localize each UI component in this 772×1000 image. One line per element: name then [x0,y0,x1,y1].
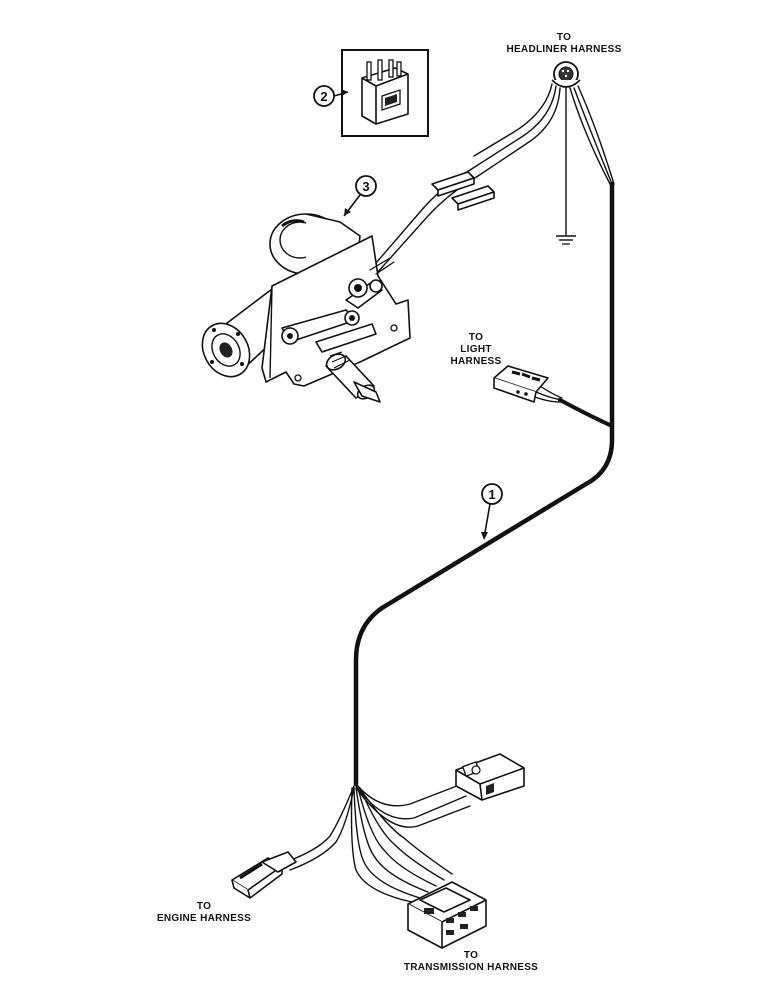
light-harness-branch [493,365,614,428]
label-headliner-harness: TO HEADLINER HARNESS [506,32,621,55]
headliner-branch-wires [369,83,615,275]
label-light-line3: HARNESS [451,356,502,367]
label-light-line2: LIGHT [460,344,492,355]
callout-2: 2 [313,85,349,107]
label-light-harness: TO LIGHT HARNESS [451,332,502,367]
wiper-motor [201,213,411,403]
label-light-line1: TO [469,332,483,343]
label-headliner-line1: TO [557,32,571,43]
label-headliner-line2: HEADLINER HARNESS [506,44,621,55]
callout-2-label: 2 [320,89,327,104]
callout-3-label: 3 [362,179,369,194]
transmission-connector [407,881,487,949]
connector-inset [341,49,429,137]
label-engine-line1: TO [197,901,211,912]
label-transmission-line2: TRANSMISSION HARNESS [404,962,538,973]
callout-1-label: 1 [488,487,495,502]
label-transmission-harness: TO TRANSMISSION HARNESS [404,950,538,973]
fanout-connector [455,753,525,801]
callout-3: 3 [343,175,377,217]
inline-connectors [431,171,495,211]
headliner-connector [551,61,581,88]
label-engine-harness: TO ENGINE HARNESS [157,901,251,924]
label-transmission-line1: TO [464,950,478,961]
main-harness-trunk [353,181,615,787]
label-engine-line2: ENGINE HARNESS [157,913,251,924]
engine-connector [231,851,297,899]
lower-fanout-wires [285,783,471,903]
callout-1: 1 [481,483,503,540]
